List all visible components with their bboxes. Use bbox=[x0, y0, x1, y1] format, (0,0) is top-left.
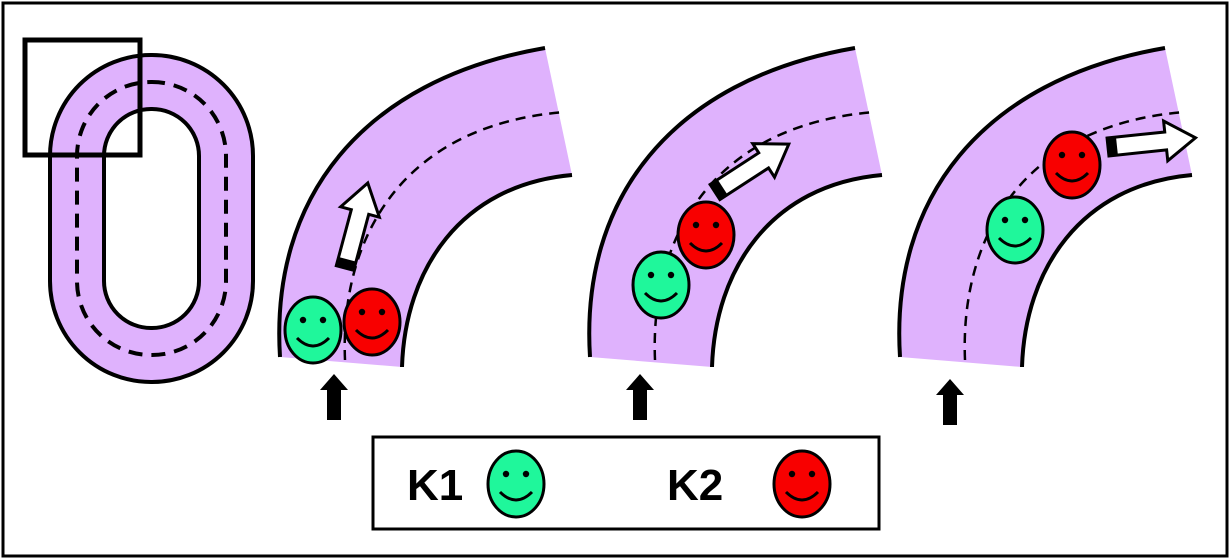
k1-car-3 bbox=[985, 195, 1045, 265]
k1-car-2 bbox=[631, 250, 691, 320]
green-smiley-face-icon bbox=[486, 449, 546, 519]
track-panel-3 bbox=[897, 46, 1200, 425]
zoom-region-box bbox=[22, 37, 143, 158]
overview-track bbox=[48, 53, 255, 384]
track-panel-1 bbox=[277, 46, 573, 420]
track-panel-2 bbox=[587, 46, 883, 420]
k2-car-2 bbox=[676, 200, 736, 270]
red-smiley-face-icon bbox=[772, 449, 832, 519]
legend-k2-label: K2 bbox=[667, 461, 723, 510]
k2-car-1 bbox=[342, 287, 402, 357]
legend-k1-label: K1 bbox=[407, 461, 463, 510]
k1-car-1 bbox=[283, 295, 343, 365]
k2-car-3 bbox=[1042, 130, 1102, 200]
legend: K1 K2 bbox=[371, 435, 881, 531]
